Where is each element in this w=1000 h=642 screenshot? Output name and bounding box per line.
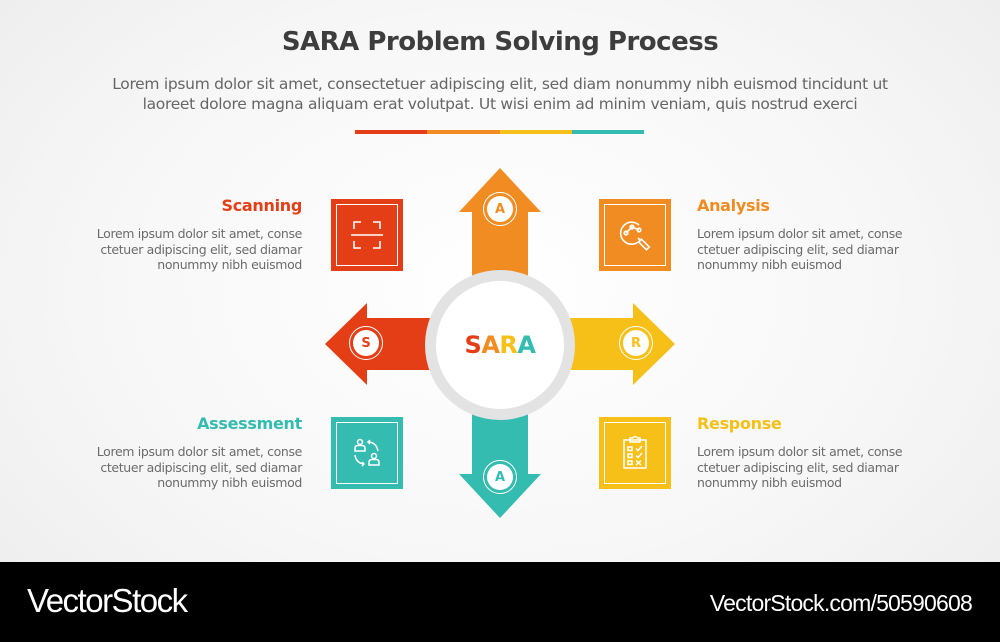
arrow-down (459, 400, 541, 518)
footer-reference: VectorStock.com/50590608 (709, 590, 973, 616)
arrow-right (555, 303, 675, 385)
badge-down: A (483, 460, 517, 494)
divider-segment-response (499, 130, 572, 134)
page-title: SARA Problem Solving Process (281, 27, 719, 57)
infographic-canvas: SARA Problem Solving Process Lorem ipsum… (60, 27, 940, 518)
badge-up: A (483, 192, 517, 226)
icon-box (599, 199, 671, 271)
block-title: Scanning (221, 196, 302, 215)
intro-paragraph: Lorem ipsum dolor sit amet, consectetuer… (60, 74, 940, 114)
arrow-up (459, 168, 541, 290)
badge-letter: R (623, 330, 649, 356)
block-description: Lorem ipsum dolor sit amet, conse ctetue… (697, 226, 903, 272)
block-title: Assessment (197, 414, 302, 433)
intro-line: Lorem ipsum dolor sit amet, consectetuer… (112, 75, 888, 93)
clipboard-checklist-icon (623, 435, 647, 469)
badge-right: R (619, 326, 653, 360)
badge-letter: A (487, 464, 513, 490)
divider-segment-analysis (427, 130, 500, 134)
icon-box (599, 417, 671, 489)
icon-box (331, 199, 403, 271)
block-description: Lorem ipsum dolor sit amet, conse ctetue… (96, 226, 303, 272)
divider-segment-scanning (355, 130, 428, 134)
watermark-footer: VectorStock VectorStock.com/50590608 (0, 562, 1000, 642)
arrow-left (325, 303, 445, 385)
block-description: Lorem ipsum dolor sit amet, conse ctetue… (697, 444, 903, 490)
icon-box (331, 417, 403, 489)
footer-brand: VectorStock (27, 582, 188, 619)
hub-letter-a2: A (517, 331, 536, 359)
people-exchange-icon (354, 438, 380, 467)
block-title: Response (697, 414, 782, 433)
hub-letter-r: R (499, 331, 518, 359)
hub-letter-s: S (464, 331, 482, 359)
arrows-layer (325, 168, 675, 518)
magnify-graph-icon (619, 221, 651, 251)
scan-frame-icon (351, 221, 383, 249)
divider-segment-assessment (571, 130, 644, 134)
badge-letter: A (487, 196, 513, 222)
color-divider (355, 130, 644, 134)
block-title: Analysis (697, 196, 770, 215)
block-description: Lorem ipsum dolor sit amet, conse ctetue… (96, 444, 303, 490)
hub-letter-a: A (481, 331, 500, 359)
badge-left: S (349, 326, 383, 360)
intro-line: laoreet dolore magna aliquam erat volutp… (142, 95, 858, 113)
badge-letter: S (353, 330, 379, 356)
